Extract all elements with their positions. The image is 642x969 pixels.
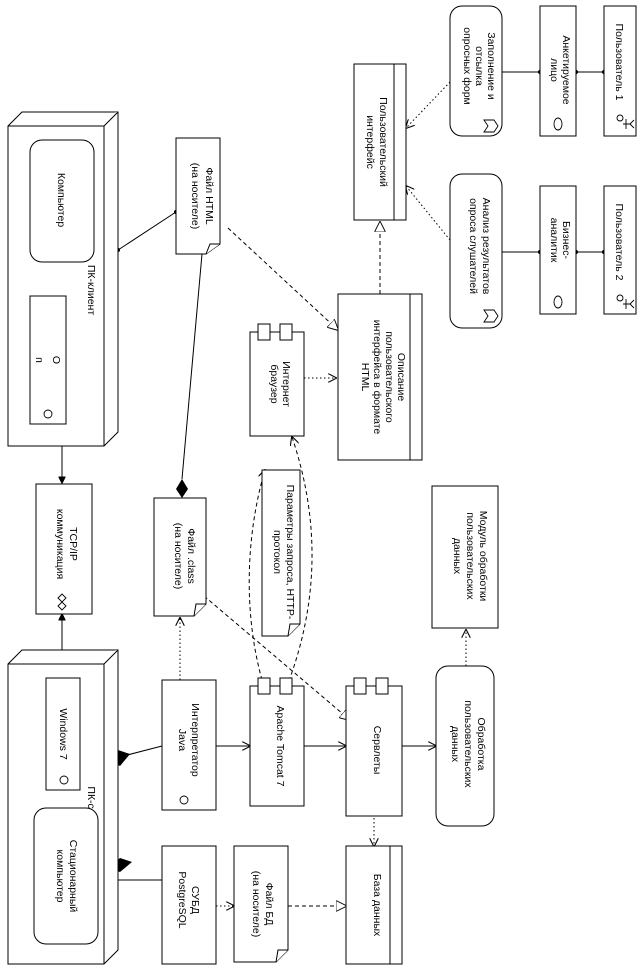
tcp-label-1: TCP/IP [67,527,79,561]
browser-label-1: Интернет [280,361,292,407]
java-label-1: Интерпретатор [189,703,201,777]
browser-component[interactable]: Интернет браузер [249,323,305,437]
ui-interface-box[interactable]: Пользовательский интерфейс [353,63,407,221]
analysis-process[interactable]: Анализ результатов опроса слушателей [449,173,503,329]
tcp-label-2: коммуникация [54,509,66,579]
module-label-2: пользовательских [464,512,476,600]
ui-desc-label-1: Описание [395,353,407,401]
analyst-label-2: аналитик [548,218,560,263]
module-label-3: данных [451,538,463,575]
computer-box[interactable]: Компьютер [29,139,95,263]
stationary-label-1: Стационарный [67,840,79,913]
dbms-label-2: PostgreSQL [176,871,188,928]
form-fill-label-2: отсылка [473,46,485,86]
ui-desc-label-4: HTML [359,363,371,392]
module-label-1: Модуль обработки [477,511,489,602]
user1-label: Пользователь 1 [613,24,625,101]
ui-desc-label-3: интерфейса в формате [371,320,383,435]
browser-label-2: браузер [268,364,280,403]
respondent-label-1: Анкетируемое [560,35,572,104]
html-file-artifact[interactable]: Файл HTML (на носителе) [175,137,221,255]
ui-label-1: Пользовательский [377,97,389,187]
os-label-1: О [50,356,62,364]
process-icon [483,309,499,323]
interface-icon [57,593,67,611]
class-file-artifact[interactable]: Файл .class (на носителе) [153,497,207,617]
respondent-role[interactable]: Анкетируемое лицо [539,5,577,137]
form-fill-process[interactable]: Заполнение и отсылка опросных форм [449,5,503,137]
role-icon [553,117,563,131]
analysis-label-1: Анализ результатов [480,198,492,295]
component-icon [353,677,367,695]
java-label-2: Java [176,729,188,751]
user2-label: Пользователь 2 [613,204,625,281]
db-box[interactable]: База данных [345,845,403,965]
process-icon [43,409,53,419]
db-file-artifact[interactable]: Файл БД (на носителе) [233,845,289,963]
ui-description-box[interactable]: Описание пользовательского интерфейса в … [337,293,423,461]
db-file-label-2: (на носителе) [250,871,262,937]
ui-desc-label-2: пользовательского [383,331,395,423]
pc-client-label: ПК-клиент [85,265,97,316]
db-label: База данных [371,874,383,937]
edges [62,69,607,906]
processing-label-1: Обработка [475,718,487,771]
component-icon [257,677,271,695]
class-file-label-2: (на носителе) [172,523,184,589]
form-fill-label-1: Заполнение и [485,32,497,100]
svg-text:О: О [50,356,62,364]
processing-process[interactable]: Обработка пользовательских данных [435,665,495,827]
component-icon [257,323,271,341]
win7-label: Windows 7 [57,708,69,760]
os-label-2: п [33,357,45,363]
user1-actor[interactable]: Пользователь 1 [603,5,637,137]
actor-icon [616,114,635,129]
tomcat-label: Apache Tomcat 7 [274,706,286,787]
analysis-label-2: опроса слушателей [467,198,479,294]
respondent-label-2: лицо [548,58,560,82]
user2-actor[interactable]: Пользователь 2 [603,185,637,315]
html-file-label-2: (на носителе) [189,163,201,229]
analyst-role[interactable]: Бизнес- аналитик [539,185,577,315]
process-icon [59,775,69,785]
dbms-box[interactable]: СУБД PostgreSQL [161,845,217,965]
os-box[interactable]: О п [29,295,67,425]
html-file-label-1: Файл HTML [203,167,215,224]
stationary-box[interactable]: Стационарный компьютер [33,807,99,945]
svg-text:п: п [33,357,45,363]
role-icon [553,295,563,309]
tcp-ip-box[interactable]: TCP/IP коммуникация [35,483,93,615]
db-file-label-1: Файл БД [263,883,275,926]
ui-label-2: интерфейс [364,115,376,169]
computer-label: Компьютер [55,173,67,228]
dbms-label-1: СУБД [189,886,201,914]
params-label-2: протокол [271,530,283,574]
processing-label-3: данных [449,726,461,763]
form-fill-label-3: опросных форм [461,27,473,105]
params-label-1: Параметры запроса, HTTP- [284,485,296,620]
module-box[interactable]: Модуль обработки пользовательских данных [431,485,499,629]
servlets-component[interactable]: Сервлеты [345,677,403,817]
process-icon [179,795,189,805]
win7-box[interactable]: Windows 7 [45,677,81,791]
class-file-label-1: Файл .class [185,528,197,584]
params-note[interactable]: Параметры запроса, HTTP- протокол [261,469,301,637]
analyst-label-1: Бизнес- [560,221,572,259]
tomcat-component[interactable]: Apache Tomcat 7 [249,677,305,807]
processing-label-2: пользовательских [462,700,474,788]
actor-icon [616,294,635,309]
stationary-label-2: компьютер [54,850,66,903]
process-icon [483,119,499,133]
servlets-label: Сервлеты [371,726,383,775]
java-box[interactable]: Интерпретатор Java [161,679,217,811]
